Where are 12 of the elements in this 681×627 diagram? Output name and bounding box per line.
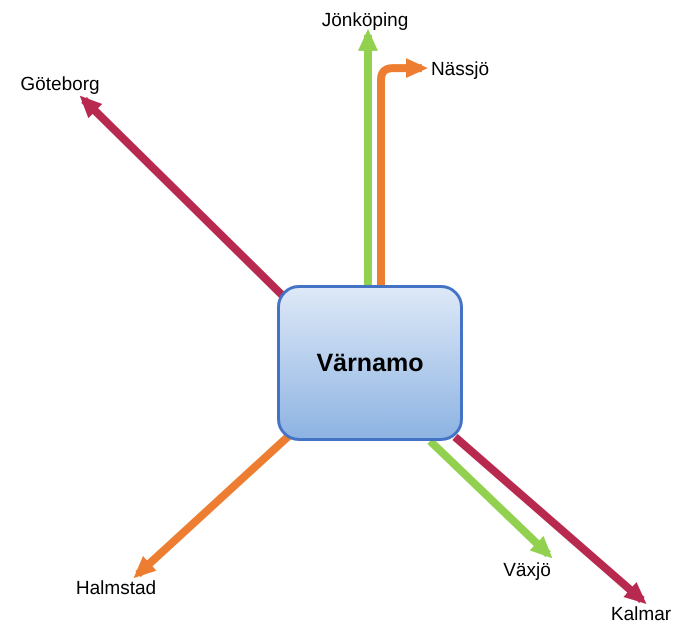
- city-label: Nässjö: [424, 58, 496, 82]
- city-label: Göteborg: [10, 73, 110, 97]
- city-label: Jönköping: [310, 9, 420, 33]
- city-label: Växjö: [494, 559, 560, 583]
- city-label: Halmstad: [76, 577, 156, 601]
- arrow: [427, 438, 552, 558]
- arrow: [452, 434, 646, 604]
- arrow: [358, 28, 378, 285]
- arrow: [80, 96, 286, 299]
- hub-box: Värnamo: [277, 285, 463, 441]
- city-label: Kalmar: [608, 603, 674, 627]
- arrow: [376, 58, 428, 285]
